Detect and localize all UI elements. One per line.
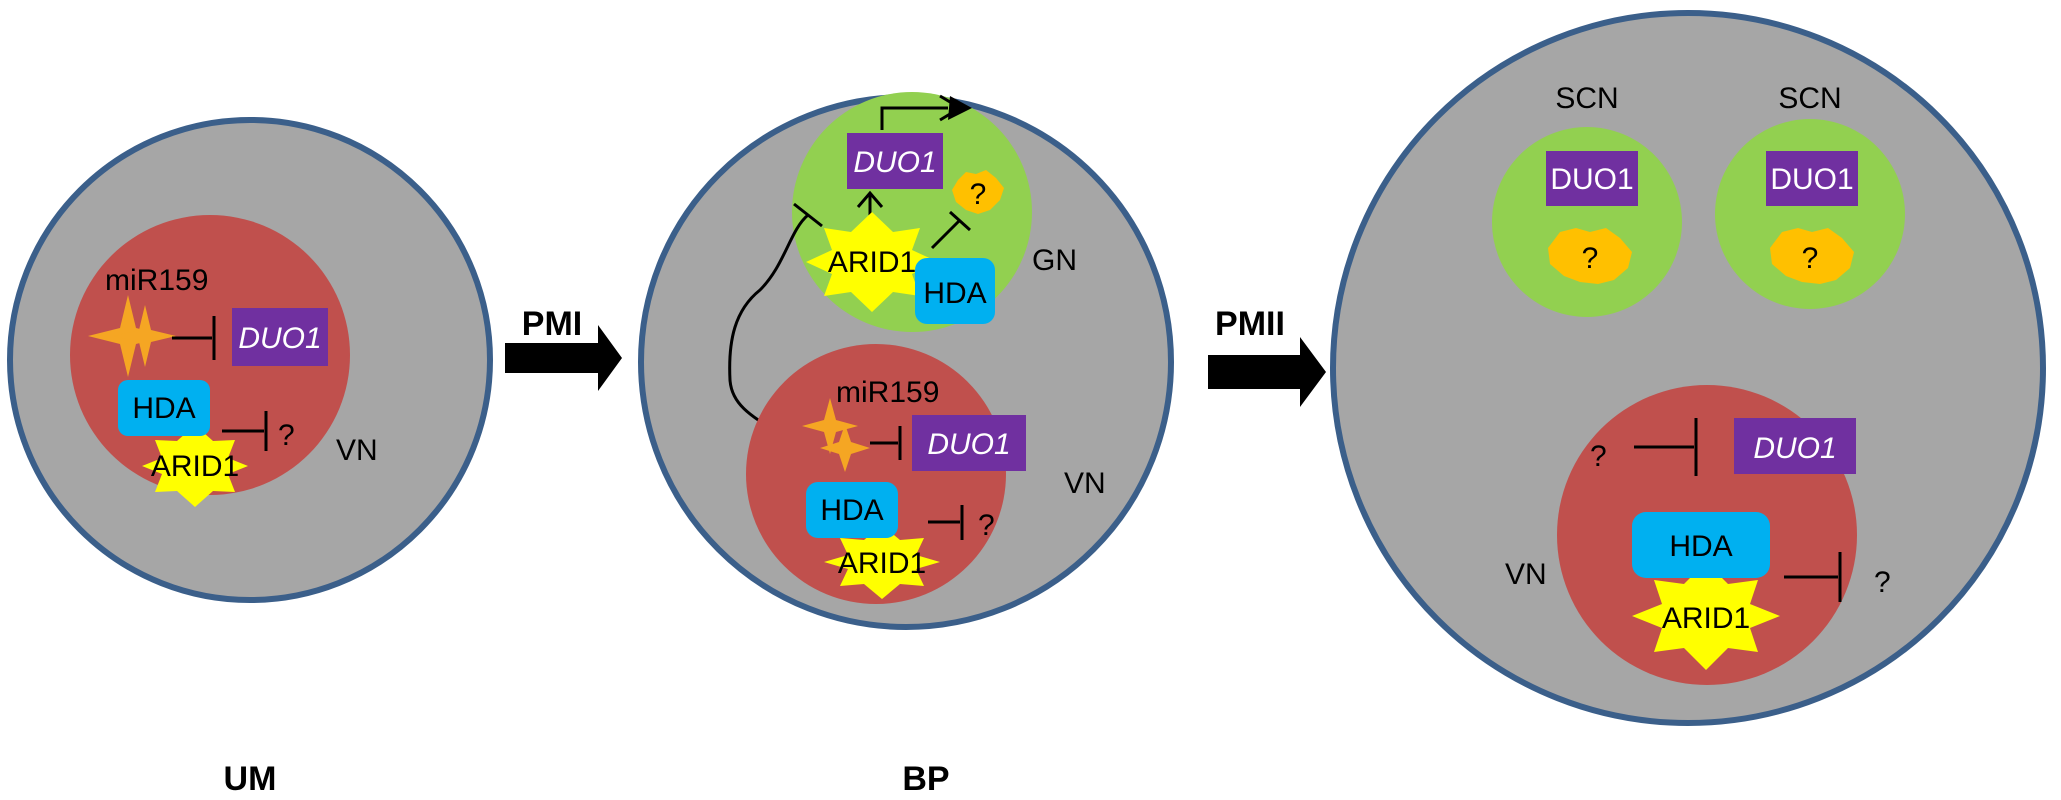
bp-hda-box	[915, 258, 995, 324]
tp-scn-right-duo1-label: DUO1	[1770, 163, 1853, 196]
um-duo1-label: DUO1	[238, 322, 321, 355]
tp-scn-right-unknown-label: ?	[1802, 242, 1819, 275]
um-vn-label: VN	[336, 434, 378, 467]
um-duo1-box	[232, 308, 328, 366]
bp-vn-arid1-label: ARID1	[838, 547, 926, 580]
tp-scn-right-label: SCN	[1778, 82, 1841, 115]
bp-vn-hda-label: HDA	[820, 494, 883, 527]
um-mir159-label: miR159	[105, 264, 208, 297]
tp-scn-right-unknown-shape	[1770, 228, 1854, 284]
bp-activation-arrow-line	[880, 106, 948, 130]
bp-activation-arrowhead-outline	[939, 94, 963, 122]
um-hda-label: HDA	[132, 392, 195, 425]
pmi-arrow: PMI	[505, 305, 622, 391]
bp-unknown-factor-label: ?	[970, 178, 987, 211]
tp-vn-label: VN	[1505, 558, 1547, 591]
bp-panel: GN DUO1 ? ARID1 HDA VN miR159 DUO1 HDA	[638, 92, 1174, 798]
bp-mir159-label: miR159	[836, 376, 939, 409]
tp-vn-unknown-label-1: ?	[1590, 440, 1607, 473]
tp-vn-duo1-label: DUO1	[1753, 432, 1836, 465]
um-panel: miR159 DUO1 HDA ARID1 ? VN UM	[7, 117, 493, 798]
bp-vn-label: VN	[1064, 467, 1106, 500]
bp-vn-hda-box	[806, 482, 898, 538]
bp-generative-nucleus	[792, 92, 1032, 332]
pmii-label: PMII	[1215, 305, 1285, 343]
bp-arid1-label: ARID1	[828, 246, 916, 279]
tp-vn-hda-box	[1632, 512, 1770, 578]
bp-mir159-movement-bar	[793, 202, 823, 228]
um-mir159-star-icon	[88, 295, 176, 377]
tp-scn-left-unknown-shape	[1548, 228, 1632, 284]
tp-vn-unknown-label-2: ?	[1874, 566, 1891, 599]
um-hda-box	[118, 380, 210, 436]
tp-vn-duo1-box	[1734, 418, 1856, 474]
um-arid1-shape	[142, 425, 248, 507]
bp-arid1-shape	[806, 212, 938, 312]
tp-panel: SCN DUO1 ? SCN DUO1 ? VN ? DUO1 HDA ARID…	[1330, 10, 2046, 726]
um-arid1-label: ARID1	[151, 450, 239, 483]
tp-scn-left-duo1-label: DUO1	[1550, 163, 1633, 196]
bp-arid1-to-q-bar	[948, 210, 972, 232]
bp-duo1-label: DUO1	[853, 146, 936, 179]
bp-mir159-star-icon	[802, 398, 870, 472]
bp-hda-label: HDA	[923, 277, 986, 310]
bp-vegetative-nucleus	[746, 344, 1006, 604]
bp-duo1-box	[847, 133, 943, 189]
bp-vn-arid1-shape	[824, 525, 940, 599]
pmii-arrow-icon	[1208, 337, 1326, 407]
bp-gn-label: GN	[1032, 244, 1077, 277]
bp-mir159-movement-line	[728, 213, 810, 450]
tp-scn-left-unknown-label: ?	[1582, 242, 1599, 275]
tp-vn-arid1-label: ARID1	[1662, 602, 1750, 635]
tp-vn-hda-label: HDA	[1669, 530, 1732, 563]
bp-arid1-to-q-inhibition	[930, 218, 962, 250]
bp-stage-label: BP	[902, 760, 949, 798]
pmi-label: PMI	[522, 305, 582, 343]
tp-scn-right-duo1-box	[1766, 151, 1858, 206]
bp-vn-unknown-label: ?	[978, 509, 995, 542]
tp-scn-left-duo1-box	[1546, 151, 1638, 206]
tp-vn-arid1-shape	[1632, 562, 1780, 670]
pmii-arrow: PMII	[1208, 305, 1326, 407]
pmi-arrow-icon	[505, 325, 622, 391]
bp-unknown-factor-shape	[952, 170, 1004, 214]
bp-vn-duo1-label: DUO1	[927, 428, 1010, 461]
um-stage-label: UM	[224, 760, 277, 798]
um-unknown-label: ?	[278, 419, 295, 452]
bp-vn-duo1-box	[912, 415, 1026, 471]
tp-scn-left-label: SCN	[1555, 82, 1618, 115]
